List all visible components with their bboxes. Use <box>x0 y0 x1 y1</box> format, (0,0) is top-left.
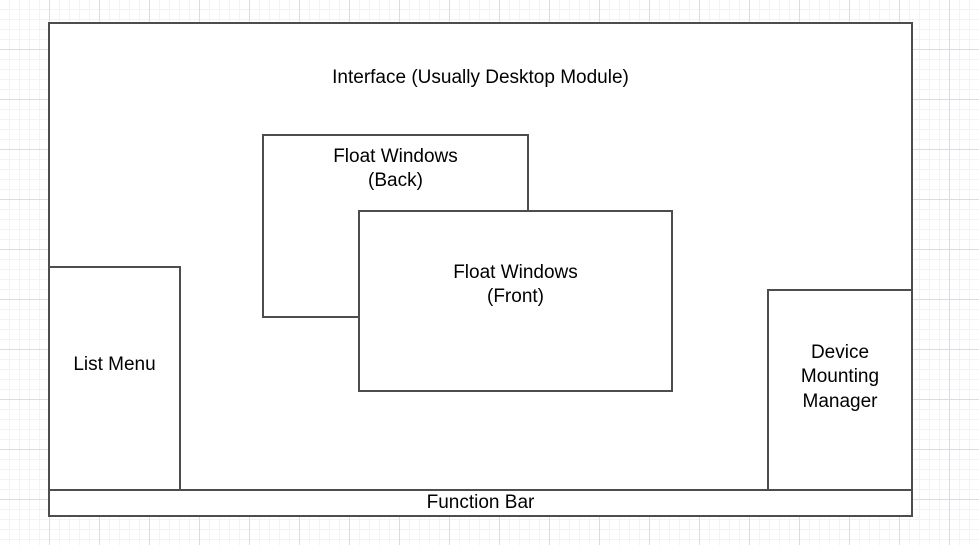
node-float-windows-front[interactable]: Float Windows (Front) <box>358 210 673 392</box>
node-float-windows-back-label: Float Windows (Back) <box>333 146 458 192</box>
node-list-menu-label: List Menu <box>73 354 156 375</box>
node-function-bar[interactable]: Function Bar <box>48 489 913 517</box>
node-float-windows-front-label: Float Windows (Front) <box>453 262 578 308</box>
node-interface-label: Interface (Usually Desktop Module) <box>332 67 629 88</box>
node-device-mounting-manager[interactable]: Device Mounting Manager <box>767 289 913 491</box>
node-list-menu[interactable]: List Menu <box>48 266 181 491</box>
node-device-mounting-manager-label: Device Mounting Manager <box>800 342 880 412</box>
node-function-bar-label: Function Bar <box>426 492 535 513</box>
